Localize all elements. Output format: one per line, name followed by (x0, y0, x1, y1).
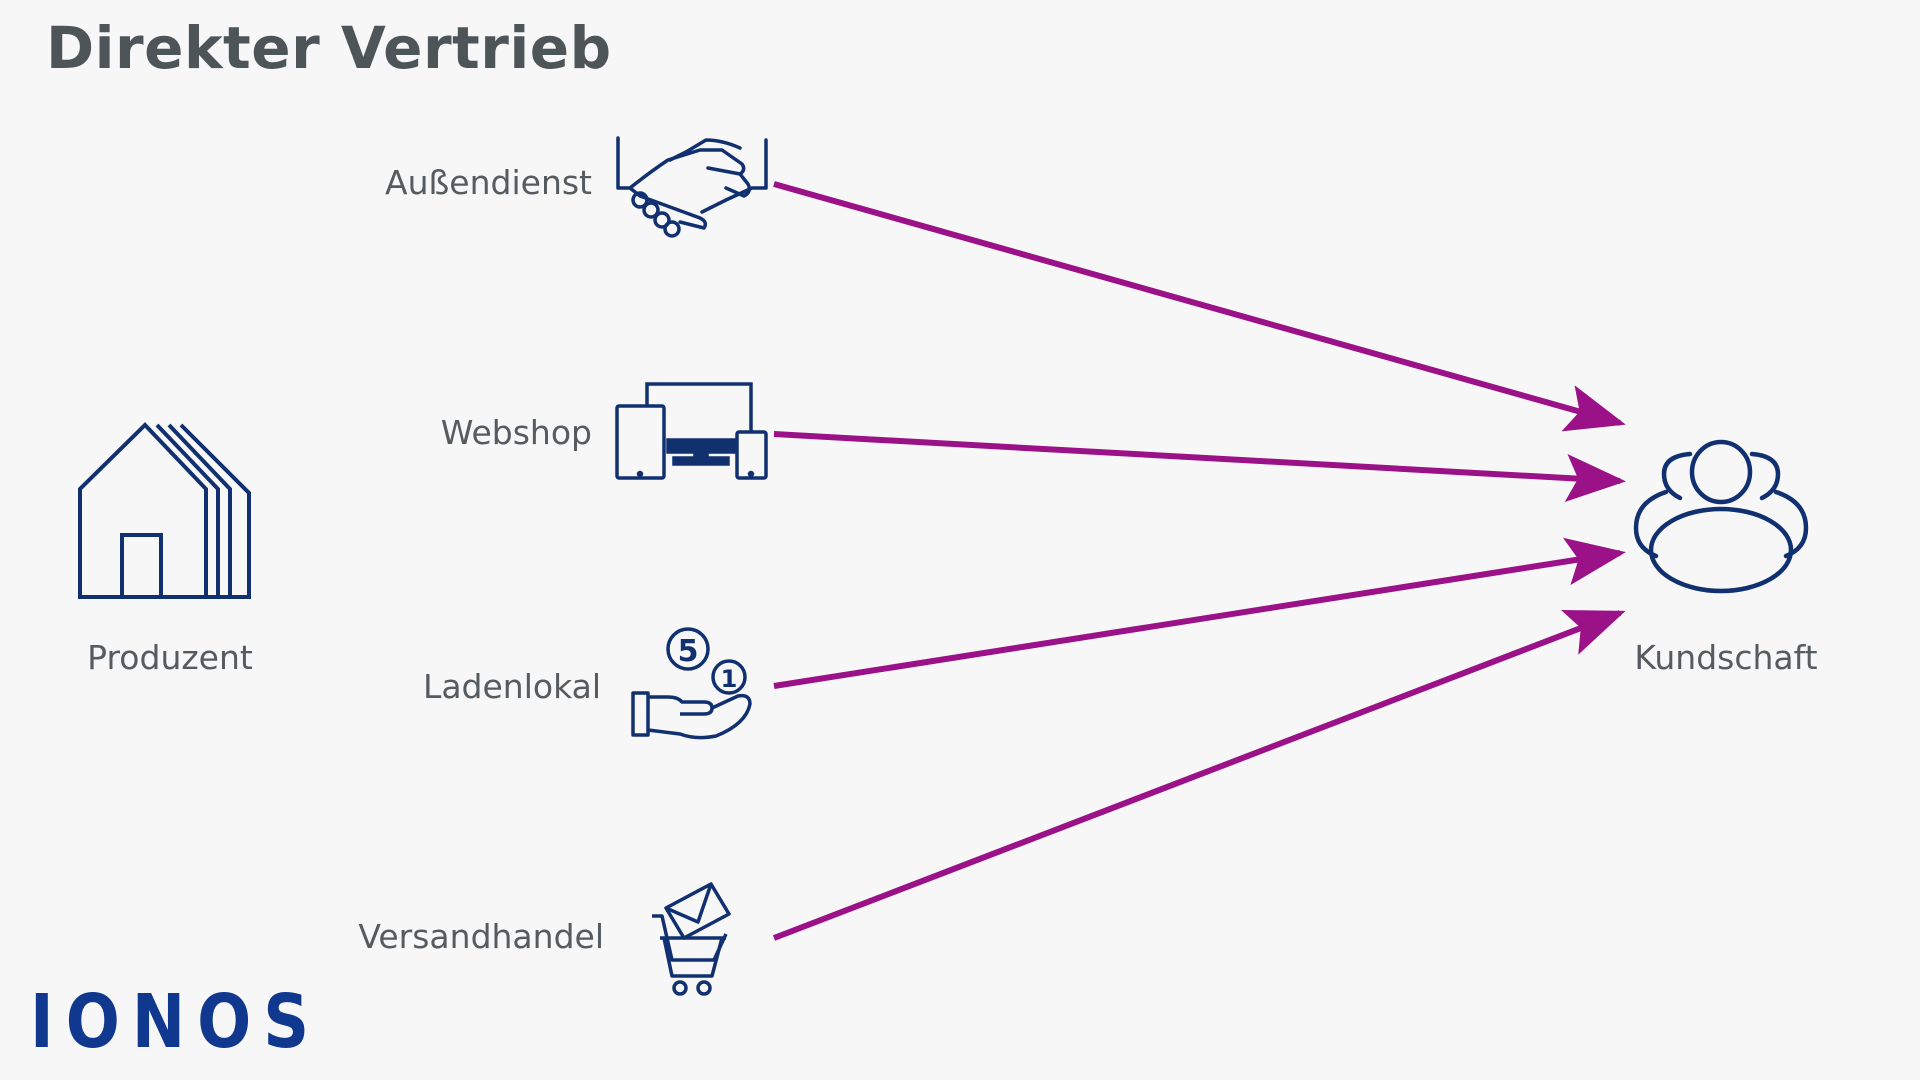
arrow-versandhandel (772, 609, 1626, 941)
channel-label-versandhandel: Versandhandel (358, 917, 604, 956)
arrows (772, 181, 1626, 941)
channel-label-webshop: Webshop (440, 413, 592, 452)
customers-group-icon (1633, 439, 1809, 594)
producer-label: Produzent (87, 638, 253, 677)
coin-value-5: 5 (678, 634, 699, 669)
handshake-icon (616, 136, 768, 238)
arrow-aussendienst (773, 181, 1626, 432)
coin-value-1: 1 (721, 665, 738, 693)
arrow-webshop (773, 431, 1626, 502)
customer-label: Kundschaft (1634, 638, 1818, 677)
shopping-cart-mail-icon (652, 882, 731, 996)
channel-label-ladenlokal: Ladenlokal (422, 667, 601, 706)
arrow-ladenlokal (773, 537, 1626, 689)
devices-icon (615, 382, 768, 480)
page-title: Direkter Vertrieb (46, 14, 612, 82)
channel-label-aussendienst: Außendienst (385, 163, 592, 202)
house-icon (78, 422, 251, 599)
ionos-logo: IONOS (30, 979, 322, 1065)
hand-coins-icon: 5 1 (631, 627, 752, 740)
